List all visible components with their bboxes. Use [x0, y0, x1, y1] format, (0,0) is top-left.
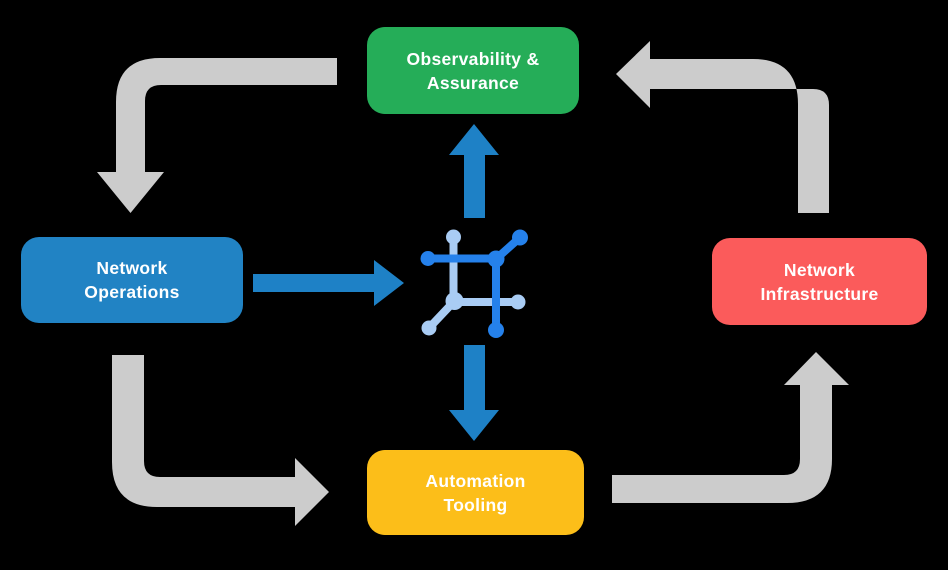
arrow-center-to-observability: [449, 124, 499, 218]
icon-light-node: [446, 229, 461, 245]
node-label-line: Assurance: [426, 72, 520, 93]
icon-dark-node: [488, 322, 504, 338]
node-automation-tooling: Automation Tooling: [367, 450, 584, 535]
icon-light-node: [421, 320, 437, 336]
node-observability-assurance: Observability & Assurance: [367, 27, 579, 114]
node-label-line: Infrastructure: [760, 283, 879, 304]
icon-light-node: [445, 292, 464, 310]
arrow-infrastructure-to-observability: [616, 41, 829, 213]
node-label-line: Observability &: [406, 48, 540, 69]
network-mesh-icon: [420, 229, 528, 338]
arrow-operations-to-automation: [112, 355, 329, 526]
arrow-observability-to-operations: [97, 58, 337, 213]
node-label-line: Automation: [425, 470, 526, 491]
node-label-line: Operations: [84, 282, 180, 302]
icon-light-node: [510, 294, 526, 310]
node-network-operations: Network Operations: [21, 237, 243, 323]
icon-dark-node: [487, 250, 505, 268]
node-network-infrastructure: Network Infrastructure: [712, 238, 927, 325]
node-label-line: Network: [783, 259, 856, 280]
node-label-line: Network: [96, 258, 168, 278]
node-label-line: Tooling: [443, 494, 508, 515]
icon-dark-node: [420, 251, 436, 266]
arrow-center-to-automation: [449, 345, 499, 441]
arrow-operations-to-center: [253, 260, 404, 306]
arrow-automation-to-infrastructure: [612, 352, 849, 503]
icon-dark-node: [512, 229, 528, 246]
